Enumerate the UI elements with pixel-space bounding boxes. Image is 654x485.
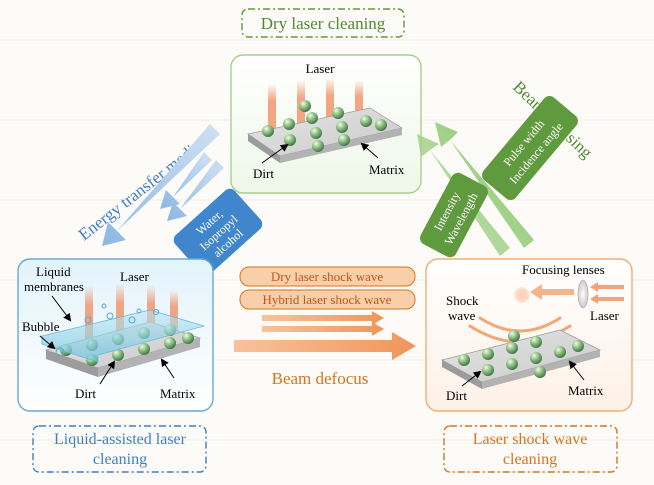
shock-flow-arrows (262, 311, 384, 336)
dry-dirt-pointer (261, 143, 289, 164)
liquid-membranes-line2: membranes (24, 279, 84, 294)
bubble-label: Bubble (22, 319, 60, 334)
liquid-dirt-label: Dirt (75, 386, 96, 401)
beam-box-intensity: Intensity Wavelength (420, 172, 488, 258)
shock-matrix-pointer (568, 360, 585, 381)
liquid-cleaning-title-line2: cleaning (93, 451, 147, 468)
hybrid-shock-box (239, 289, 416, 310)
bubbles (55, 303, 159, 357)
dry-shock-label: Dry laser shock wave (271, 269, 383, 284)
shock-dirt-particles (458, 330, 584, 378)
shock-wave-line1: Shock (446, 293, 479, 308)
dry-dirt-label: Dirt (253, 166, 274, 181)
shock-cleaning-title-box (443, 425, 618, 473)
liquid-matrix-label: Matrix (160, 386, 196, 401)
shock-cleaning-title-line1: Laser shock wave (473, 431, 588, 448)
liquid-dirt-pointer (99, 360, 116, 385)
dry-cleaning-title-box (241, 8, 405, 38)
dry-cleaning-title: Dry laser cleaning (261, 14, 386, 33)
beam-defocus-label: Beam defocus (272, 369, 369, 388)
dry-matrix-label: Matrix (369, 162, 405, 177)
beam-defocus-arrow (234, 332, 416, 360)
liquid-cleaning-title-box (32, 425, 207, 473)
dry-laser-label: Laser (306, 61, 336, 76)
shock-dirt-label: Dirt (446, 388, 467, 403)
medium-box: Water, Isopropyl alcohol (173, 188, 263, 276)
liquid-cleaning-title-line1: Liquid-assisted laser (54, 431, 187, 448)
liquid-membranes-line1: Liquid (36, 264, 71, 279)
shock-wave-line2: wave (448, 308, 476, 323)
laser-label-right: Laser (590, 308, 620, 323)
dry-dirt-particles (262, 100, 387, 152)
focus-point (514, 287, 530, 303)
focusing-lenses-label: Focusing lenses (522, 262, 605, 277)
focusing-lens (577, 279, 589, 309)
dry-shock-box (239, 266, 416, 287)
bubble-pointer (39, 335, 56, 350)
liquid-membranes-pointer (51, 295, 72, 322)
energy-transfer-arrows (102, 124, 224, 246)
shock-cleaning-title-line2: cleaning (503, 451, 557, 468)
liquid-membrane-layer (41, 309, 206, 363)
liquid-matrix-pointer (160, 358, 175, 379)
incoming-laser-arrows (590, 282, 624, 304)
shock-matrix-label: Matrix (568, 383, 604, 398)
liquid-laser-label: Laser (120, 269, 150, 284)
focused-beam-arrow (530, 284, 574, 300)
shock-dirt-pointer (461, 370, 482, 387)
dry-matrix-pointer (360, 142, 379, 159)
hybrid-shock-label: Hybrid laser shock wave (263, 292, 392, 307)
